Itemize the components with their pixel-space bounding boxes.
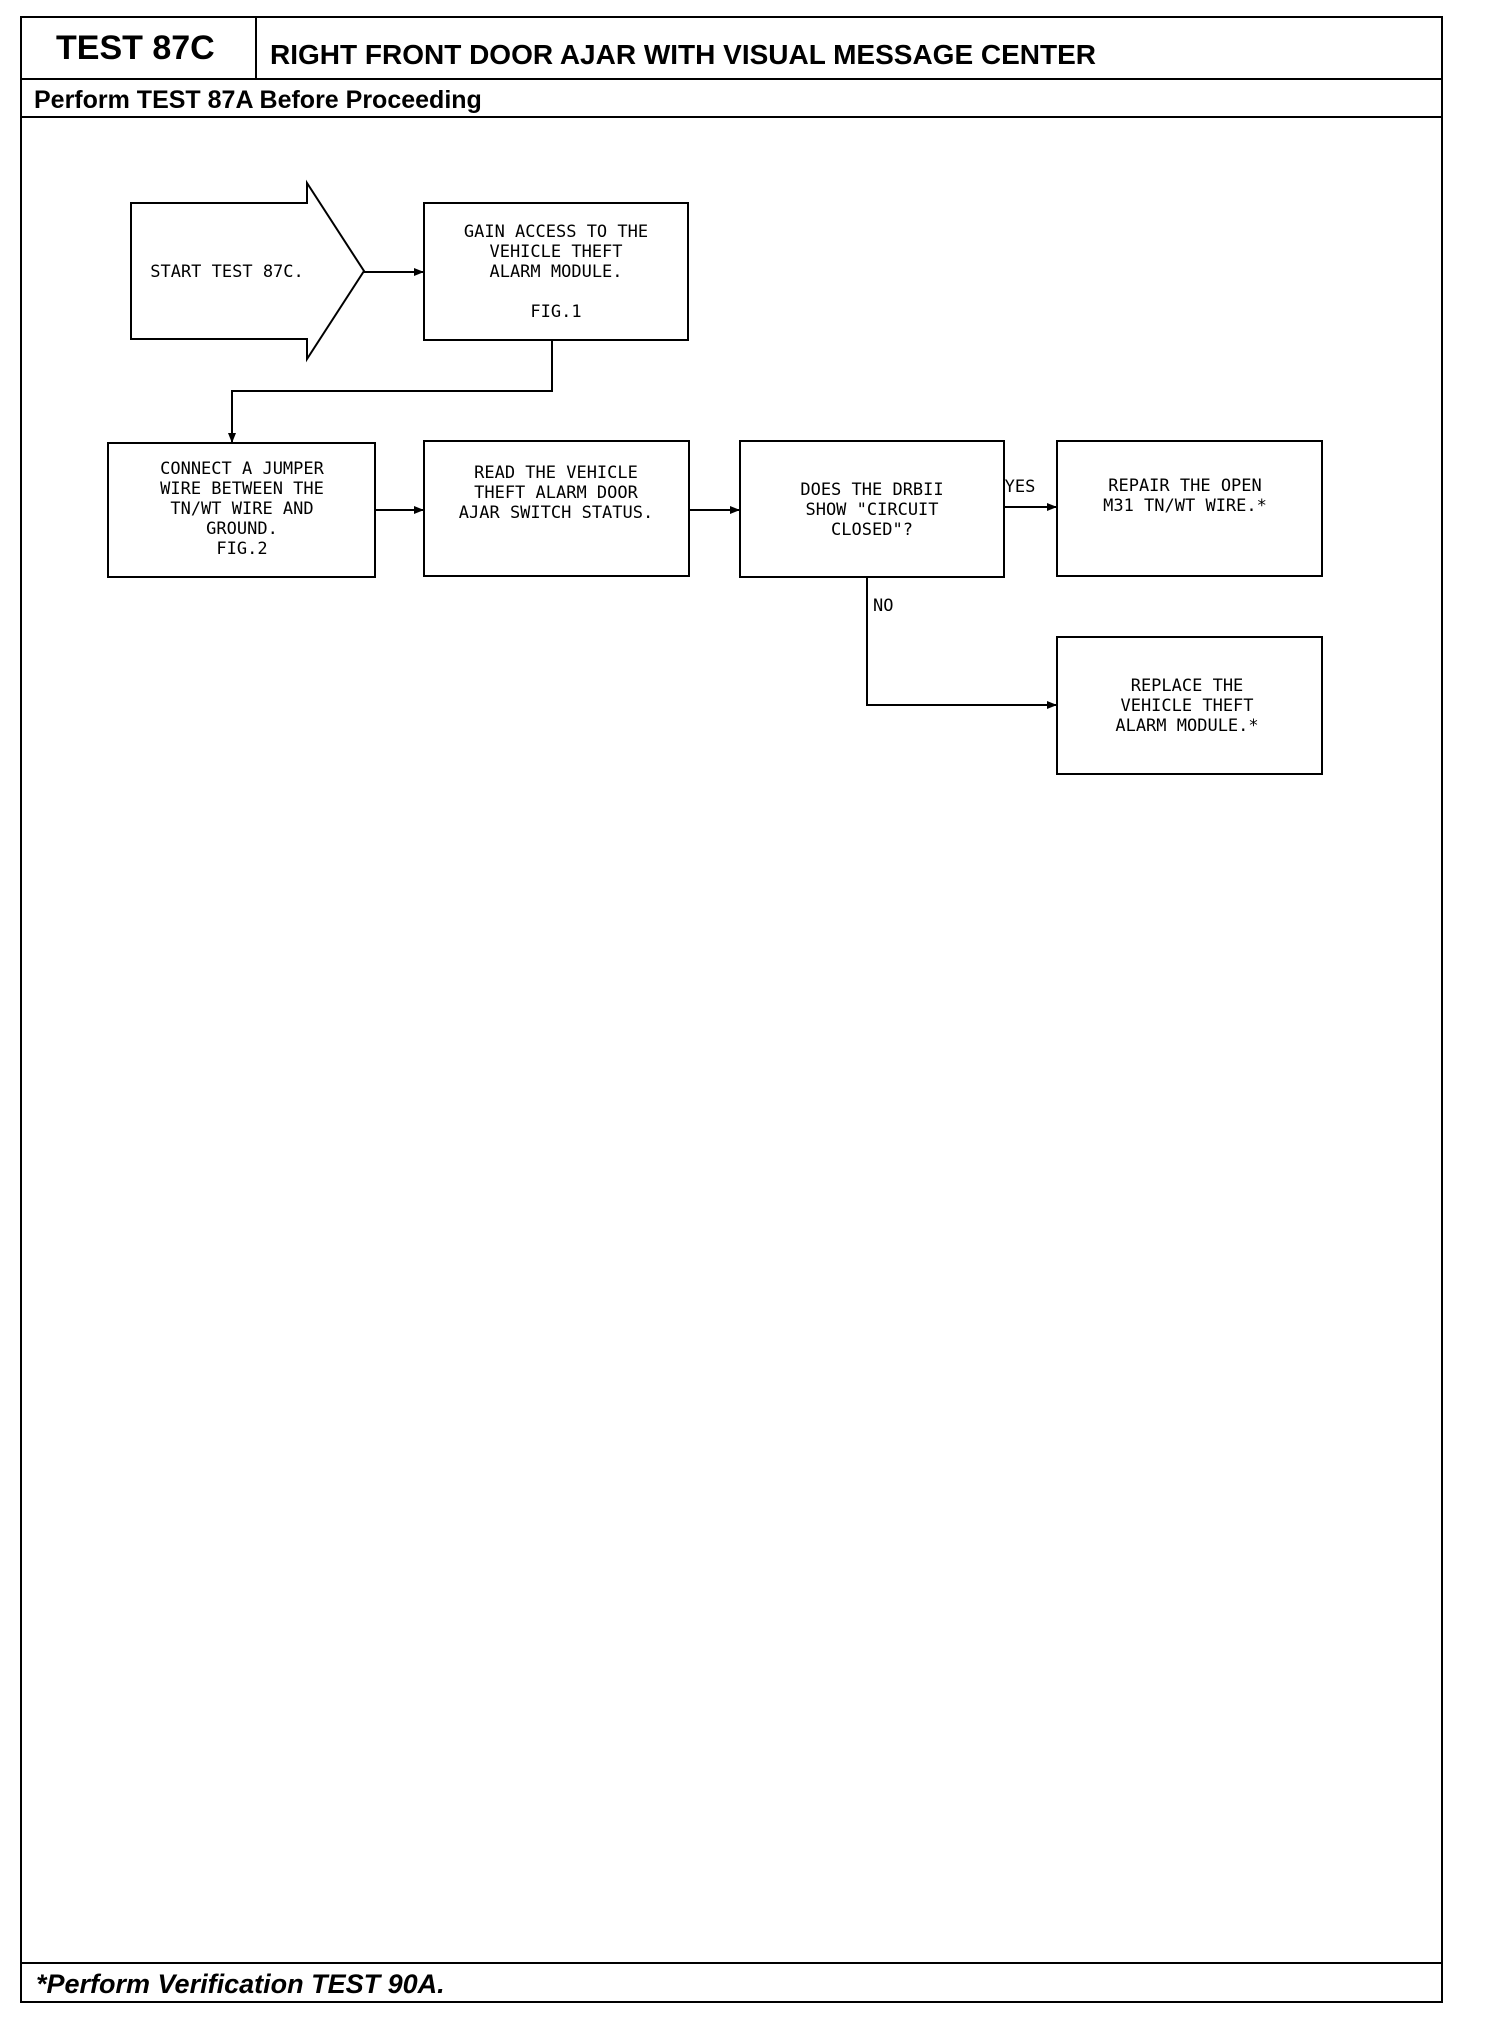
decision-line: DOES THE DRBII (800, 480, 943, 500)
start-text: START TEST 87C. (150, 262, 304, 282)
repair-line: M31 TN/WT WIRE.* (1103, 496, 1267, 516)
connect_jumper-line: FIG.2 (216, 539, 267, 559)
no-label: NO (873, 596, 893, 616)
gain_access-line: GAIN ACCESS TO THE (464, 222, 648, 242)
repair-line: REPAIR THE OPEN (1108, 476, 1262, 496)
arrow-gain-to-connect (228, 340, 553, 443)
prerequisite-note: Perform TEST 87A Before Proceeding (34, 86, 482, 114)
prerequisite-row (20, 80, 1443, 118)
gain-access-box (423, 202, 689, 341)
replace-line: VEHICLE THEFT (1120, 696, 1253, 716)
read-status-box (423, 440, 690, 577)
footer-row (20, 1962, 1443, 2003)
gain_access-line: FIG.1 (530, 302, 581, 322)
page-frame (20, 16, 1443, 2003)
yes-label: YES (1005, 477, 1036, 497)
replace-line: ALARM MODULE.* (1115, 716, 1258, 736)
read_status-line: THEFT ALARM DOOR (474, 483, 639, 503)
repair-box (1056, 440, 1323, 577)
decision-line: SHOW "CIRCUIT (805, 500, 938, 520)
replace-line: REPLACE THE (1131, 676, 1244, 696)
read_status-line: READ THE VEHICLE (474, 463, 638, 483)
connect_jumper-line: GROUND. (206, 519, 278, 539)
read_status-line: AJAR SWITCH STATUS. (459, 503, 653, 523)
test-title: RIGHT FRONT DOOR AJAR WITH VISUAL MESSAG… (270, 39, 1097, 70)
gain_access-line: VEHICLE THEFT (489, 242, 622, 262)
replace-box (1056, 636, 1323, 775)
connect-jumper-box (107, 442, 376, 578)
start-line: START TEST 87C. (150, 262, 304, 282)
gain_access-line: ALARM MODULE. (489, 262, 622, 282)
connect_jumper-line: CONNECT A JUMPER (160, 459, 325, 479)
connect_jumper-line: TN/WT WIRE AND (170, 499, 313, 519)
test-id: TEST 87C (20, 16, 257, 80)
decision-box (739, 440, 1005, 578)
decision-line: CLOSED"? (831, 520, 913, 540)
start-arrow-shape (130, 179, 366, 363)
connect_jumper-line: WIRE BETWEEN THE (160, 479, 324, 499)
arrow-decision-no (866, 577, 1057, 709)
header-row (20, 16, 1443, 80)
verification-note: *Perform Verification TEST 90A. (36, 1969, 445, 1999)
